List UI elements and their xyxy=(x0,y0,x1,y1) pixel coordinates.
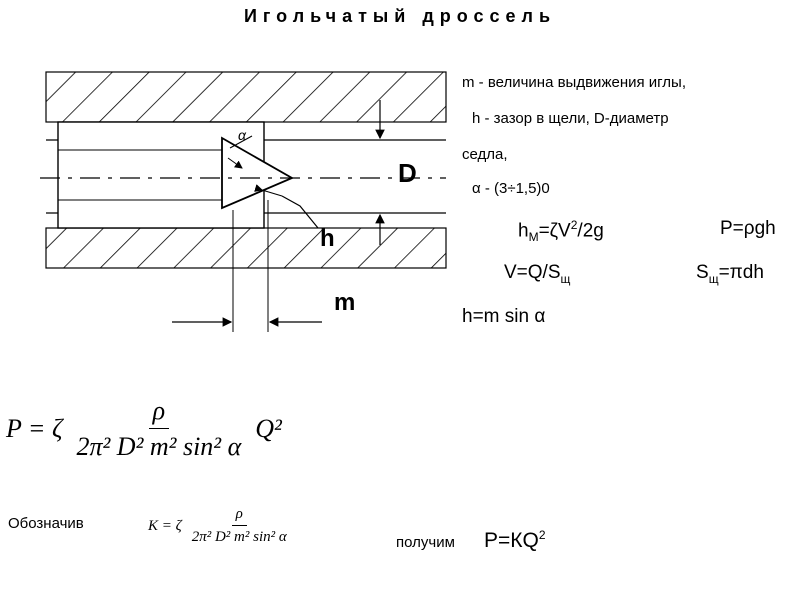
label-D: D xyxy=(398,158,417,188)
needle-cone xyxy=(221,136,295,210)
k-formula: K = ζ ρ 2π² D² m² sin² α xyxy=(148,506,287,545)
top-body-hatch xyxy=(46,72,446,122)
label-h: h xyxy=(320,225,335,252)
throttle-diagram: α D h m xyxy=(40,71,447,332)
label-m: m xyxy=(334,289,355,316)
k-prefix: Обозначив xyxy=(8,515,84,532)
legend-line-3: седла, xyxy=(462,146,508,163)
eq-hm: hM=ζV2/2g xyxy=(518,218,604,245)
main-formula: P = ζ ρ 2π² D² m² sin² α Q² xyxy=(6,396,282,461)
legend-line-2: h - зазор в щели, D-диаметр xyxy=(472,110,669,127)
eq-p-rgh: P=ρgh xyxy=(720,218,776,239)
get-label: получим xyxy=(396,534,455,551)
page-title: Игольчатый дроссель xyxy=(243,6,557,26)
eq-v: V=Q/Sщ xyxy=(504,262,571,286)
eq-s: Sщ=πdh xyxy=(696,262,764,286)
result-formula: P=КQ2 xyxy=(484,528,546,552)
legend-line-4: α - (3÷1,5)0 xyxy=(472,180,550,197)
label-alpha: α xyxy=(238,127,247,143)
legend-line-1: m - величина выдвижения иглы, xyxy=(462,74,686,91)
bottom-body-hatch xyxy=(46,228,446,268)
eq-h: h=m sin α xyxy=(462,306,546,327)
